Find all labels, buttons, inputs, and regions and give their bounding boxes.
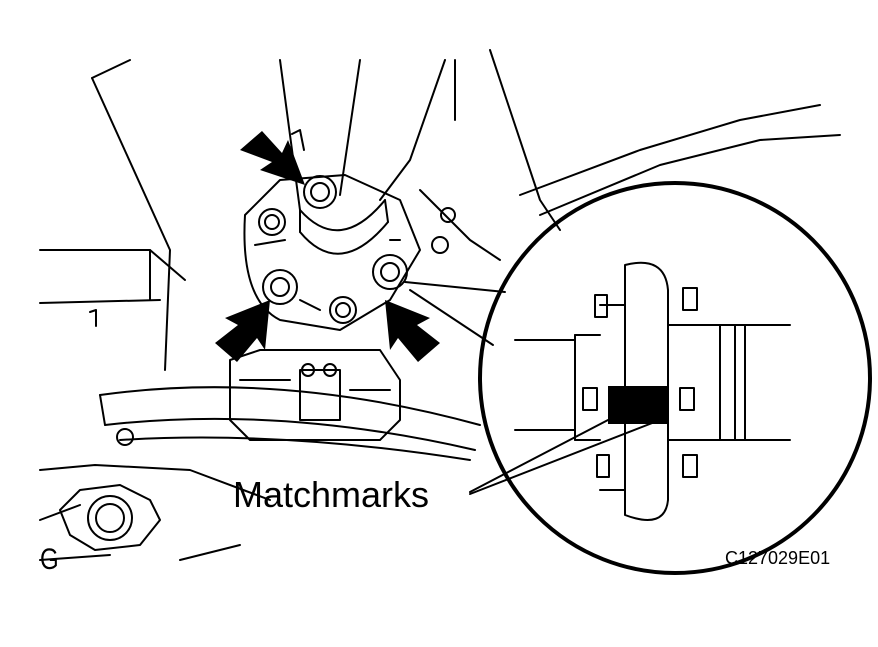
- propeller-shaft: [279, 59, 446, 255]
- detail-view: [469, 181, 872, 575]
- figure-id-label: C127029E01: [725, 548, 831, 568]
- flange-bolt-left: [258, 208, 286, 236]
- flange-bolt-top: [303, 175, 337, 209]
- flange-bolt-right: [372, 254, 408, 290]
- vehicle-frame-outline: [39, 49, 841, 561]
- zoom-connector: [404, 281, 506, 346]
- view-letter-label: G: [40, 543, 59, 576]
- arrow-icon: [385, 300, 440, 362]
- arrow-icon: [240, 131, 305, 185]
- arrow-icon: [215, 300, 270, 362]
- matchmarks-label: Matchmarks: [233, 474, 430, 515]
- differential-housing: [229, 349, 401, 441]
- crossmember: [99, 386, 481, 461]
- matchmark-band: [608, 386, 668, 424]
- misc-bolts: [89, 129, 456, 446]
- flange-bolt-lower-right: [329, 296, 357, 324]
- flange-bolt-lower-left: [262, 269, 298, 305]
- exhaust-flange: [59, 484, 161, 551]
